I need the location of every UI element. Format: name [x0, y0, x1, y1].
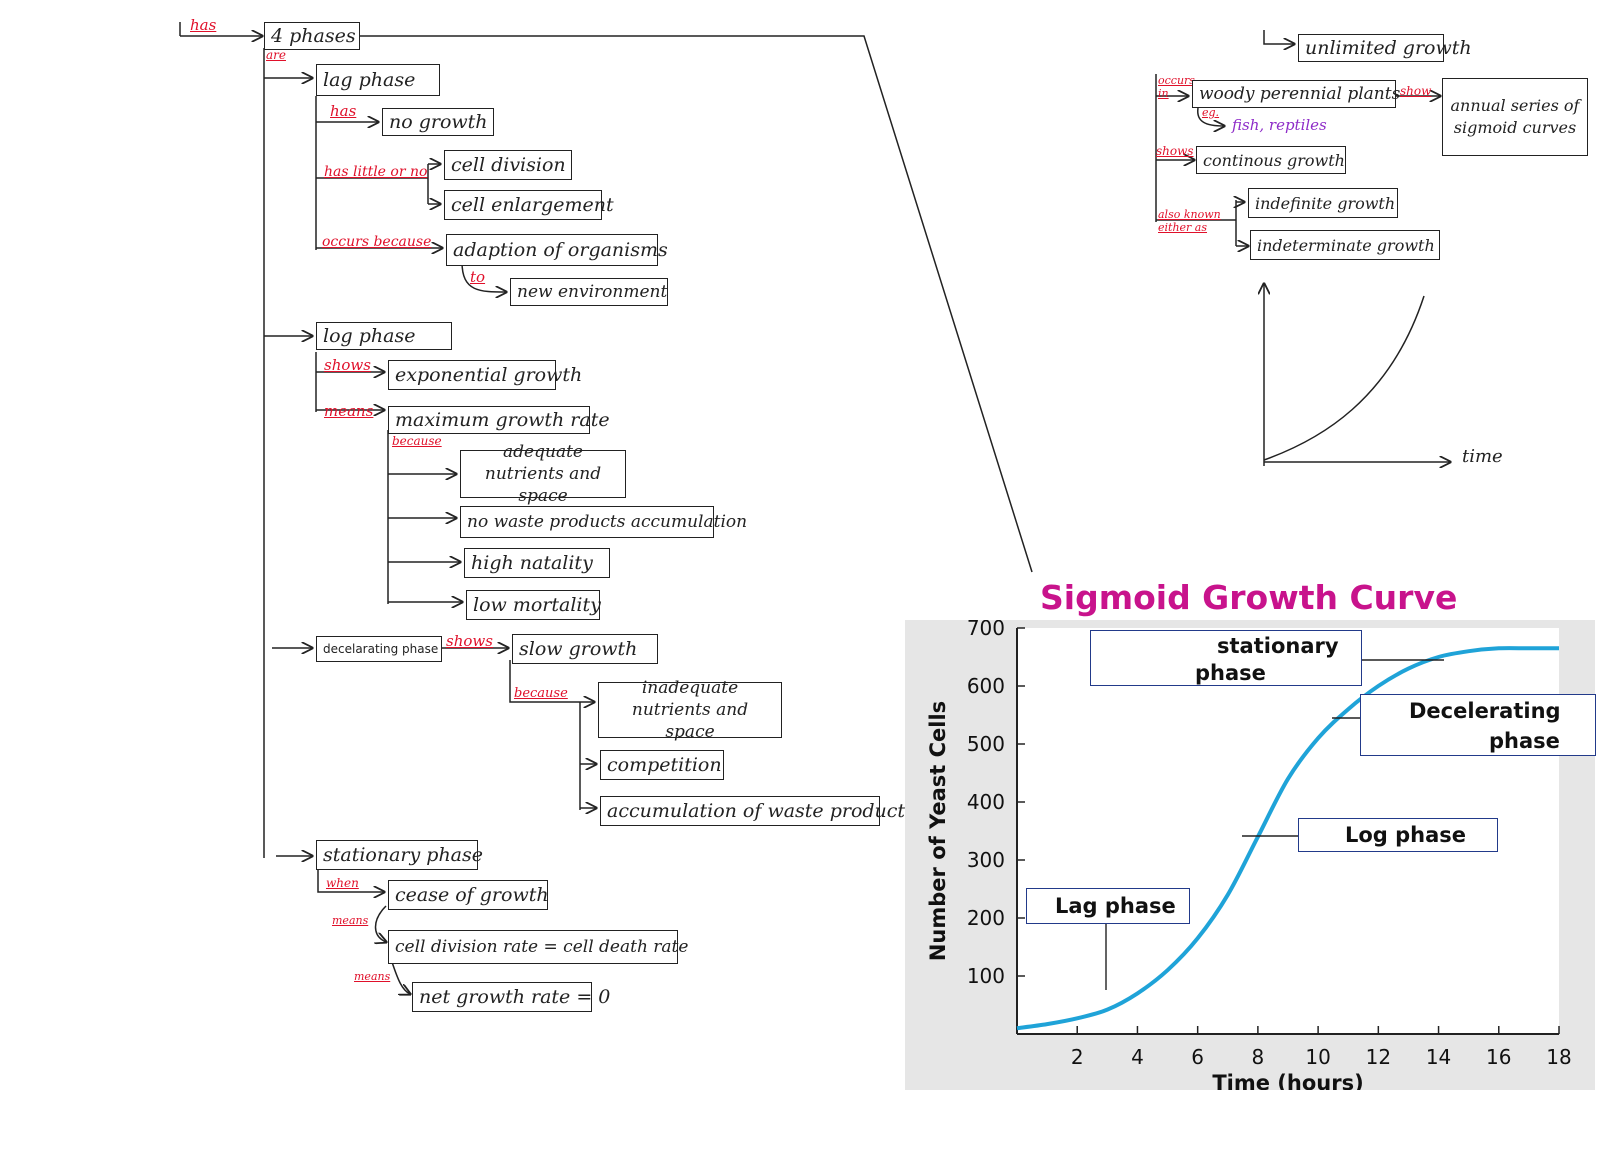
y-tick-label: 300 — [967, 848, 1005, 872]
node-net-growth-zero: net growth rate = 0 — [412, 982, 610, 1012]
callout-decel-word2: phase — [1489, 729, 1560, 753]
y-tick-label: 700 — [967, 620, 1005, 640]
edge-label-means-2: means — [354, 970, 391, 983]
callout-lag-text: Lag phase — [1055, 894, 1176, 918]
node-no-growth: no growth — [382, 108, 494, 136]
node-cell-division: cell division — [444, 150, 572, 180]
x-tick-label: 16 — [1486, 1045, 1511, 1069]
exponential-curve-sketch — [1263, 295, 1425, 461]
node-decelarating-phase: decelarating phase — [316, 636, 442, 662]
edge-label-has: has — [190, 16, 217, 34]
node-competition: competition — [600, 750, 724, 780]
edge-label-show: show — [1400, 84, 1432, 98]
edge-label-occurs-in: occurs in — [1158, 74, 1195, 100]
node-adaption: adaption of organisms — [446, 234, 668, 266]
node-exponential-growth: exponential growth — [388, 360, 582, 390]
callout-lag-phase: Lag phase — [1026, 888, 1190, 924]
y-tick-label: 400 — [967, 790, 1005, 814]
node-adequate-nutrients: adequate nutrients and space — [460, 442, 626, 506]
callout-log-phase: Log phase — [1298, 818, 1498, 852]
y-tick-label: 600 — [967, 674, 1005, 698]
edge-label-to: to — [470, 268, 486, 286]
series-line-yeast-cells — [1016, 646, 1559, 1031]
node-annual-series-sigmoid: annual series of sigmoid curves — [1442, 78, 1588, 156]
node-low-mortality: low mortality — [466, 590, 601, 620]
x-tick-label: 10 — [1305, 1045, 1330, 1069]
node-high-natality: high natality — [464, 548, 610, 578]
edge-label-eg: eg. — [1202, 106, 1220, 119]
edge-label-has-lag: has — [330, 102, 357, 120]
node-indeterminate-growth: indeterminate growth — [1250, 230, 1440, 260]
y-tick-label: 200 — [967, 906, 1005, 930]
x-axis-label: Time (hours) — [1212, 1071, 1363, 1090]
node-indefinite-growth: indefinite growth — [1248, 188, 1398, 218]
y-tick-label: 100 — [967, 964, 1005, 988]
node-new-environment: new environment — [510, 278, 668, 306]
node-maximum-growth-rate: maximum growth rate — [388, 406, 610, 434]
x-tick-label: 18 — [1546, 1045, 1571, 1069]
callout-log-text: Log phase — [1345, 823, 1467, 847]
edge-label-occurs-because: occurs because — [322, 234, 432, 250]
node-4-phases: 4 phases — [264, 22, 360, 50]
edge-label-shows-right: shows — [1156, 144, 1194, 158]
node-log-phase: log phase — [316, 322, 452, 350]
node-inadequate-nutrients: inadequate nutrients and space — [598, 678, 782, 742]
edge-label-also-known: also known either as — [1158, 208, 1221, 234]
callout-decelerating-phase: Decelerating phase — [1360, 694, 1596, 756]
callout-stationary-phase: stationary phase — [1090, 630, 1362, 686]
chart-title: Sigmoid Growth Curve — [1040, 578, 1458, 617]
x-tick-label: 2 — [1071, 1045, 1084, 1069]
node-lag-phase: lag phase — [316, 64, 440, 96]
node-cell-enlargement: cell enlargement — [444, 190, 614, 220]
edge-label-means-log: means — [324, 402, 374, 420]
node-cease-of-growth: cease of growth — [388, 880, 549, 910]
edge-label-means-1: means — [332, 914, 369, 927]
edge-label-little-or-no: has little or no — [324, 164, 428, 180]
x-tick-label: 14 — [1426, 1045, 1451, 1069]
callout-stationary-word1: stationary — [1217, 634, 1339, 658]
node-no-waste-accumulation: no waste products accumulation — [460, 506, 747, 538]
x-tick-label: 6 — [1191, 1045, 1204, 1069]
node-continous-growth: continous growth — [1196, 146, 1346, 174]
edge-label-when: when — [326, 876, 359, 890]
node-woody-perennial-plants: woody perennial plants — [1192, 80, 1400, 108]
callout-stationary-word2: phase — [1195, 661, 1266, 685]
sigmoid-growth-chart: 100 200 300 400 500 600 700 2 4 6 8 10 12 14 16 18 Time… — [905, 620, 1595, 1090]
edge-label-because-decel: because — [514, 686, 568, 701]
node-stationary-phase: stationary phase — [316, 840, 483, 870]
y-tick-label: 500 — [967, 732, 1005, 756]
edge-label-because-log: because — [392, 434, 442, 448]
node-accumulation-waste: accumulation of waste products — [600, 796, 915, 826]
y-axis-label: Number of Yeast Cells — [926, 701, 950, 961]
sketch-axis-time-label: time — [1462, 446, 1503, 467]
node-unlimited-growth: unlimited growth — [1298, 34, 1472, 62]
example-fish-reptiles: fish, reptiles — [1232, 116, 1327, 134]
x-tick-label: 12 — [1366, 1045, 1391, 1069]
x-tick-label: 4 — [1131, 1045, 1144, 1069]
x-tick-label: 8 — [1252, 1045, 1265, 1069]
node-cell-division-equals-death: cell division rate = cell death rate — [388, 930, 688, 964]
edge-label-shows-log: shows — [324, 356, 371, 374]
node-slow-growth: slow growth — [512, 634, 658, 664]
callout-decel-word1: Decelerating — [1409, 699, 1561, 723]
edge-label-shows-decel: shows — [446, 632, 493, 650]
edge-label-are: are — [266, 48, 286, 62]
